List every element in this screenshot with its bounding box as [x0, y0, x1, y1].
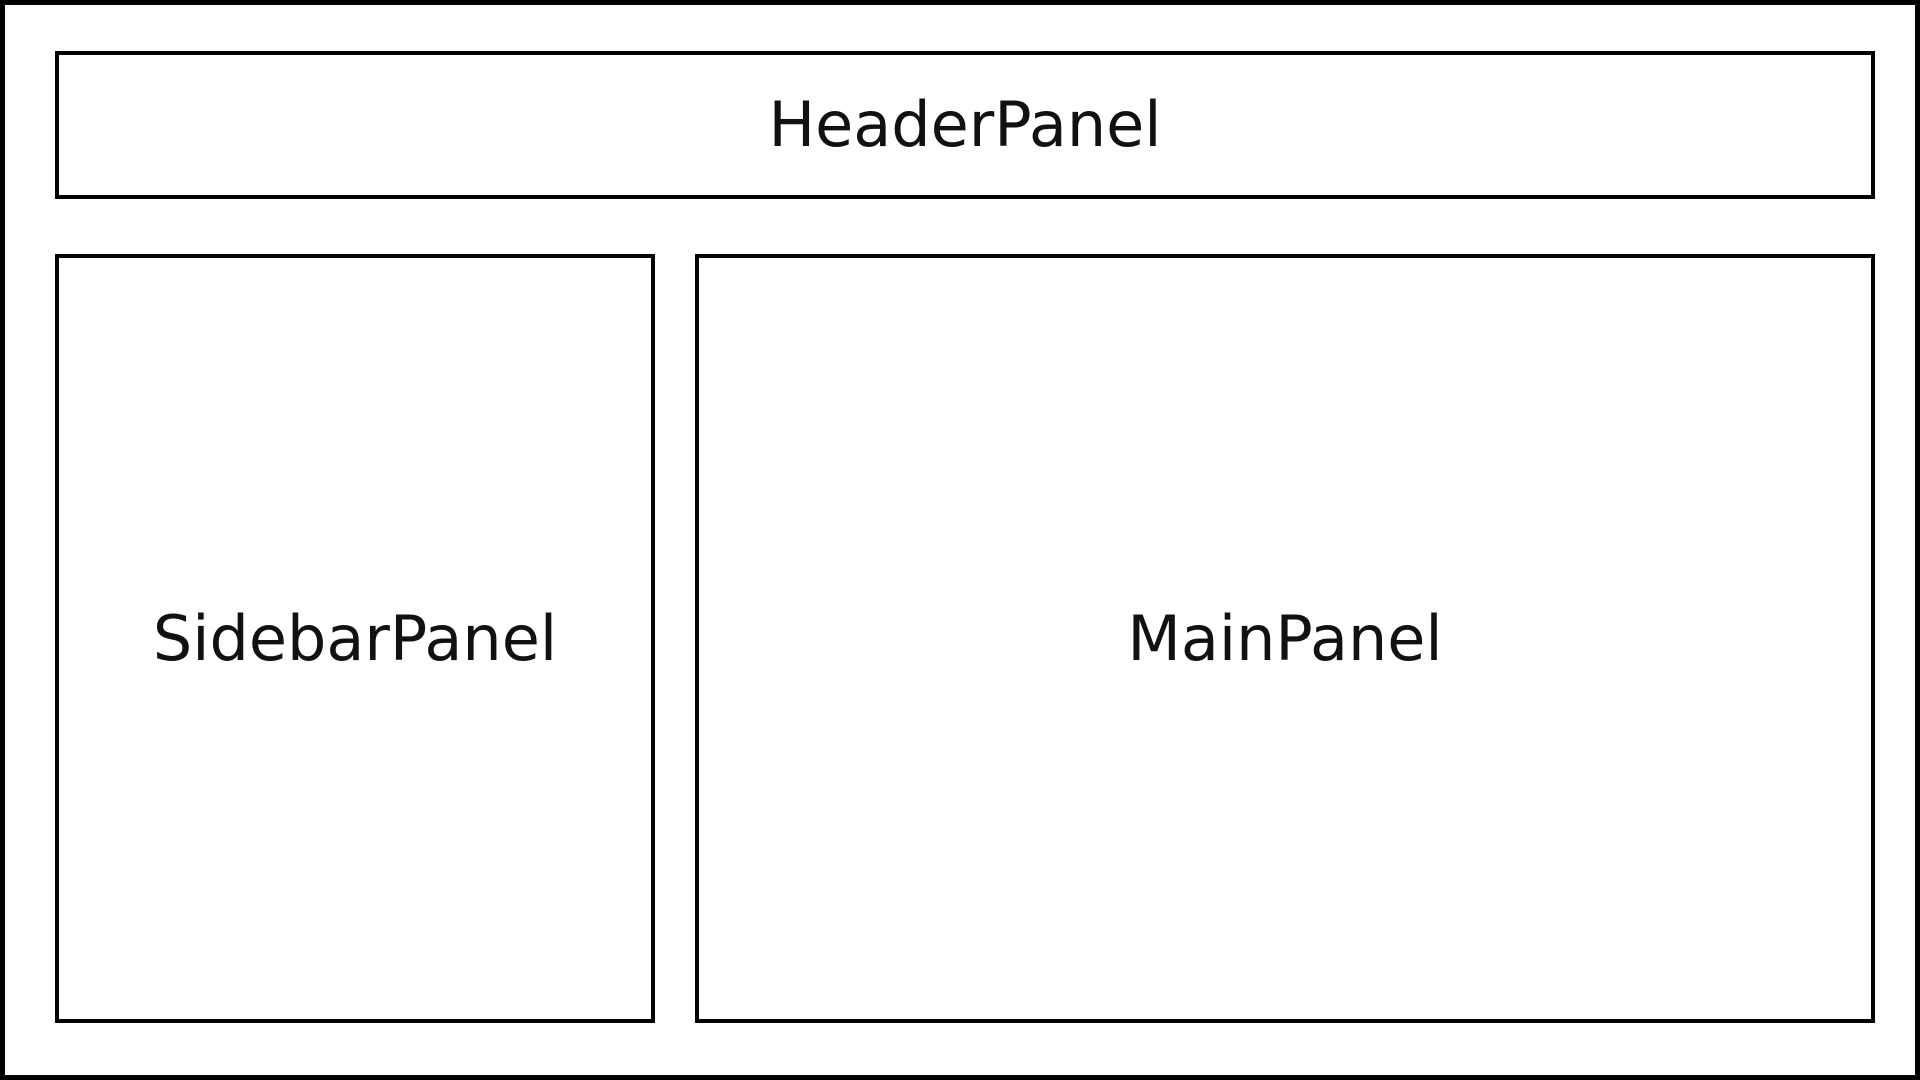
sidebar-panel: SidebarPanel — [55, 254, 655, 1023]
header-panel-label: HeaderPanel — [768, 88, 1162, 161]
sidebar-panel-label: SidebarPanel — [152, 601, 558, 675]
main-panel-label: MainPanel — [1127, 601, 1443, 675]
header-panel: HeaderPanel — [55, 51, 1875, 199]
main-panel: MainPanel — [695, 254, 1875, 1023]
